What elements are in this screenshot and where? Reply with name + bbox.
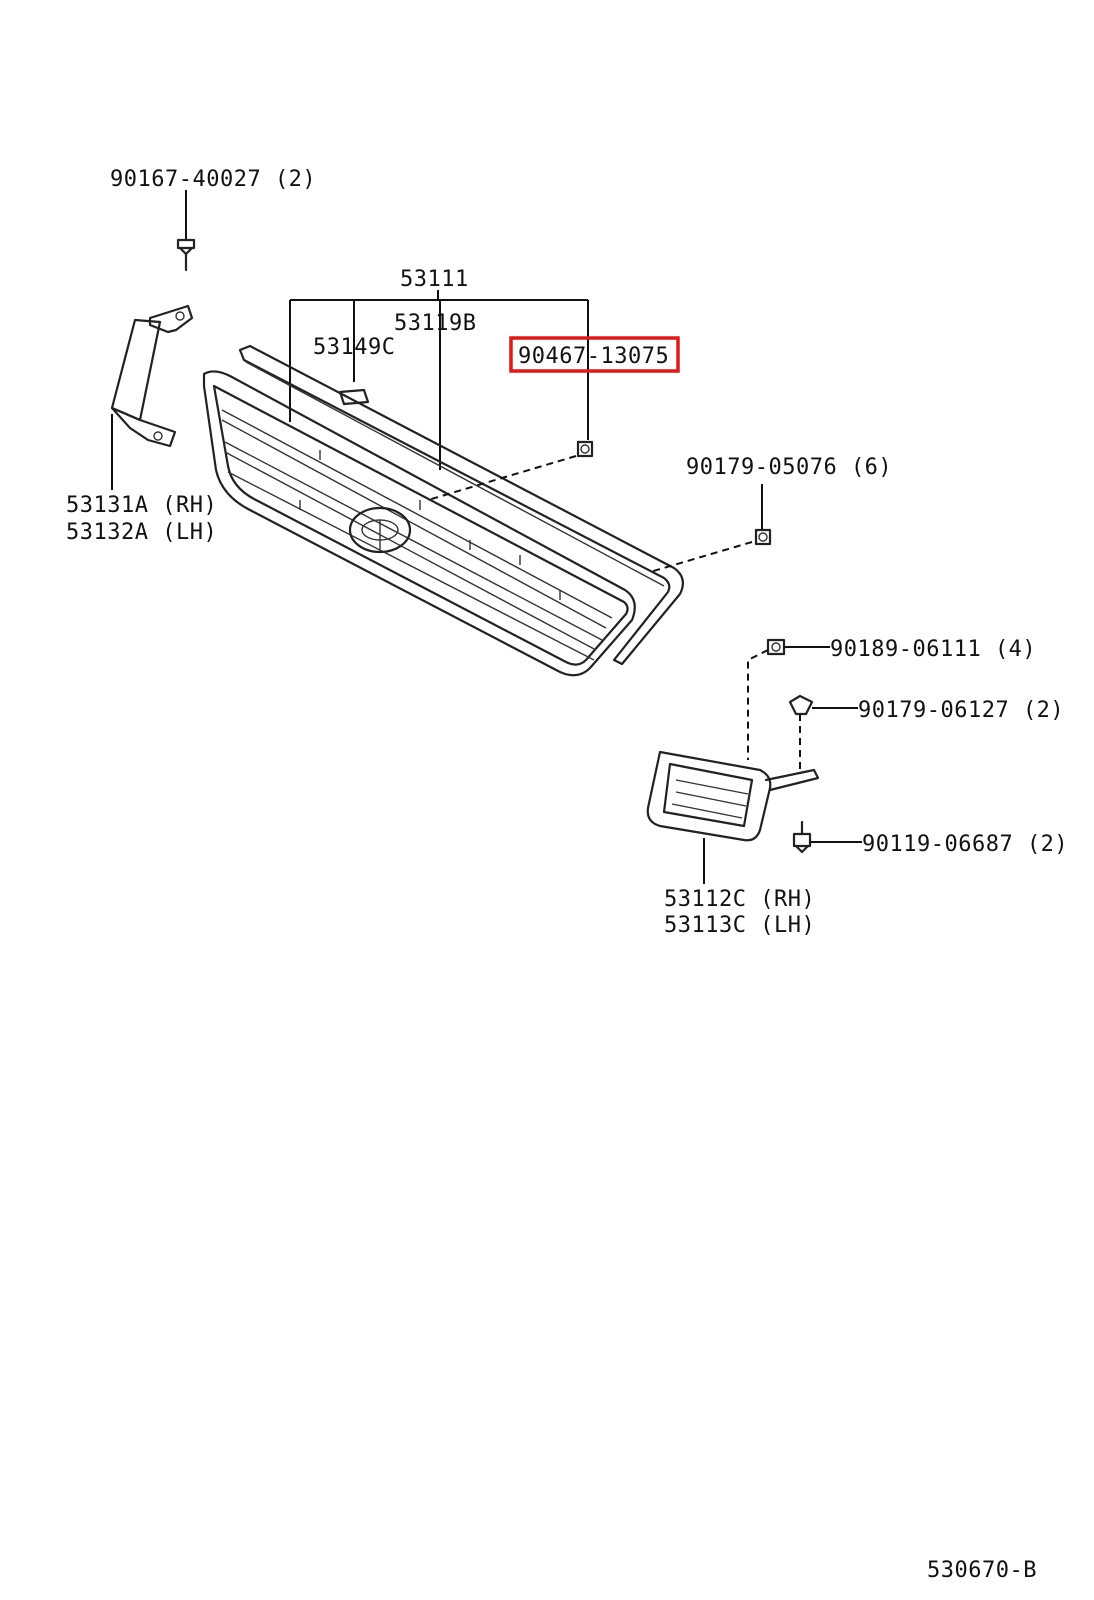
label-side-grille-lh: 53113C (LH) [664,913,815,938]
label-highlighted-part: 90467-13075 [518,344,669,369]
label-grille-assy: 53111 [400,267,469,292]
clip-icon [576,440,594,458]
grille-icon [202,344,685,677]
side-grille-icon [646,750,820,842]
label-nut-right: 90179-05076 (6) [686,455,892,480]
bolt-icon [792,820,812,854]
screw-top-icon [176,190,196,272]
label-clip-a: 90189-06111 (4) [830,637,1036,662]
label-emblem: 53149C [313,335,395,360]
diagram-code: 530670-B [927,1558,1037,1583]
label-bracket-rh: 53131A (RH) [66,493,217,518]
label-clip-b: 90179-06127 (2) [858,698,1064,723]
nut-icon [754,528,772,546]
label-bracket-lh: 53132A (LH) [66,520,217,545]
label-bolt: 90119-06687 (2) [862,832,1068,857]
label-screw-top: 90167-40027 (2) [110,167,316,192]
label-side-grille-rh: 53112C (RH) [664,887,815,912]
bracket-icon [110,304,194,448]
label-grille-sub: 53119B [394,311,476,336]
clip-b-icon [788,694,814,716]
highlight-box [509,336,680,373]
clip-a-icon [766,638,786,656]
